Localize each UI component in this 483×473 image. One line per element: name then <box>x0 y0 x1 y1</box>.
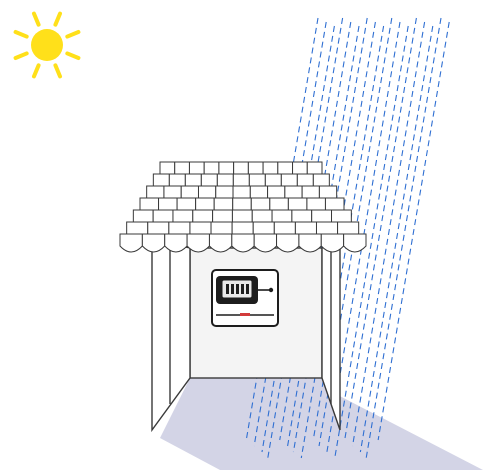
sun-ray <box>31 63 41 79</box>
roof-tile <box>208 233 233 253</box>
sun-ray <box>13 29 29 39</box>
roof-tile <box>231 233 255 253</box>
rain-streak <box>365 17 442 459</box>
roof-tile <box>276 233 300 253</box>
device-icon <box>211 269 279 327</box>
tiled-roof <box>119 161 367 253</box>
roof-tile <box>343 233 367 253</box>
sun-icon <box>13 11 81 79</box>
sun-ray <box>13 51 29 61</box>
rain-streak <box>359 25 434 453</box>
sun-ray <box>65 29 81 39</box>
rain-streak <box>261 25 335 453</box>
rain-streak <box>351 21 426 447</box>
sun-ray <box>53 63 63 79</box>
rain-streak <box>344 17 417 441</box>
roof-tile <box>186 233 210 253</box>
roof-tile <box>253 233 278 253</box>
sun-ray <box>65 51 81 61</box>
sun-ray <box>53 11 63 27</box>
roof-tile <box>119 233 143 253</box>
sun-ray <box>31 11 41 27</box>
rain-streak <box>334 25 409 459</box>
ground-shadow <box>160 378 483 470</box>
rain-streak <box>377 21 450 441</box>
roof-tile <box>164 233 188 253</box>
roof-tile <box>141 233 166 253</box>
roof-tile <box>298 233 322 253</box>
roof-tile <box>320 233 345 253</box>
